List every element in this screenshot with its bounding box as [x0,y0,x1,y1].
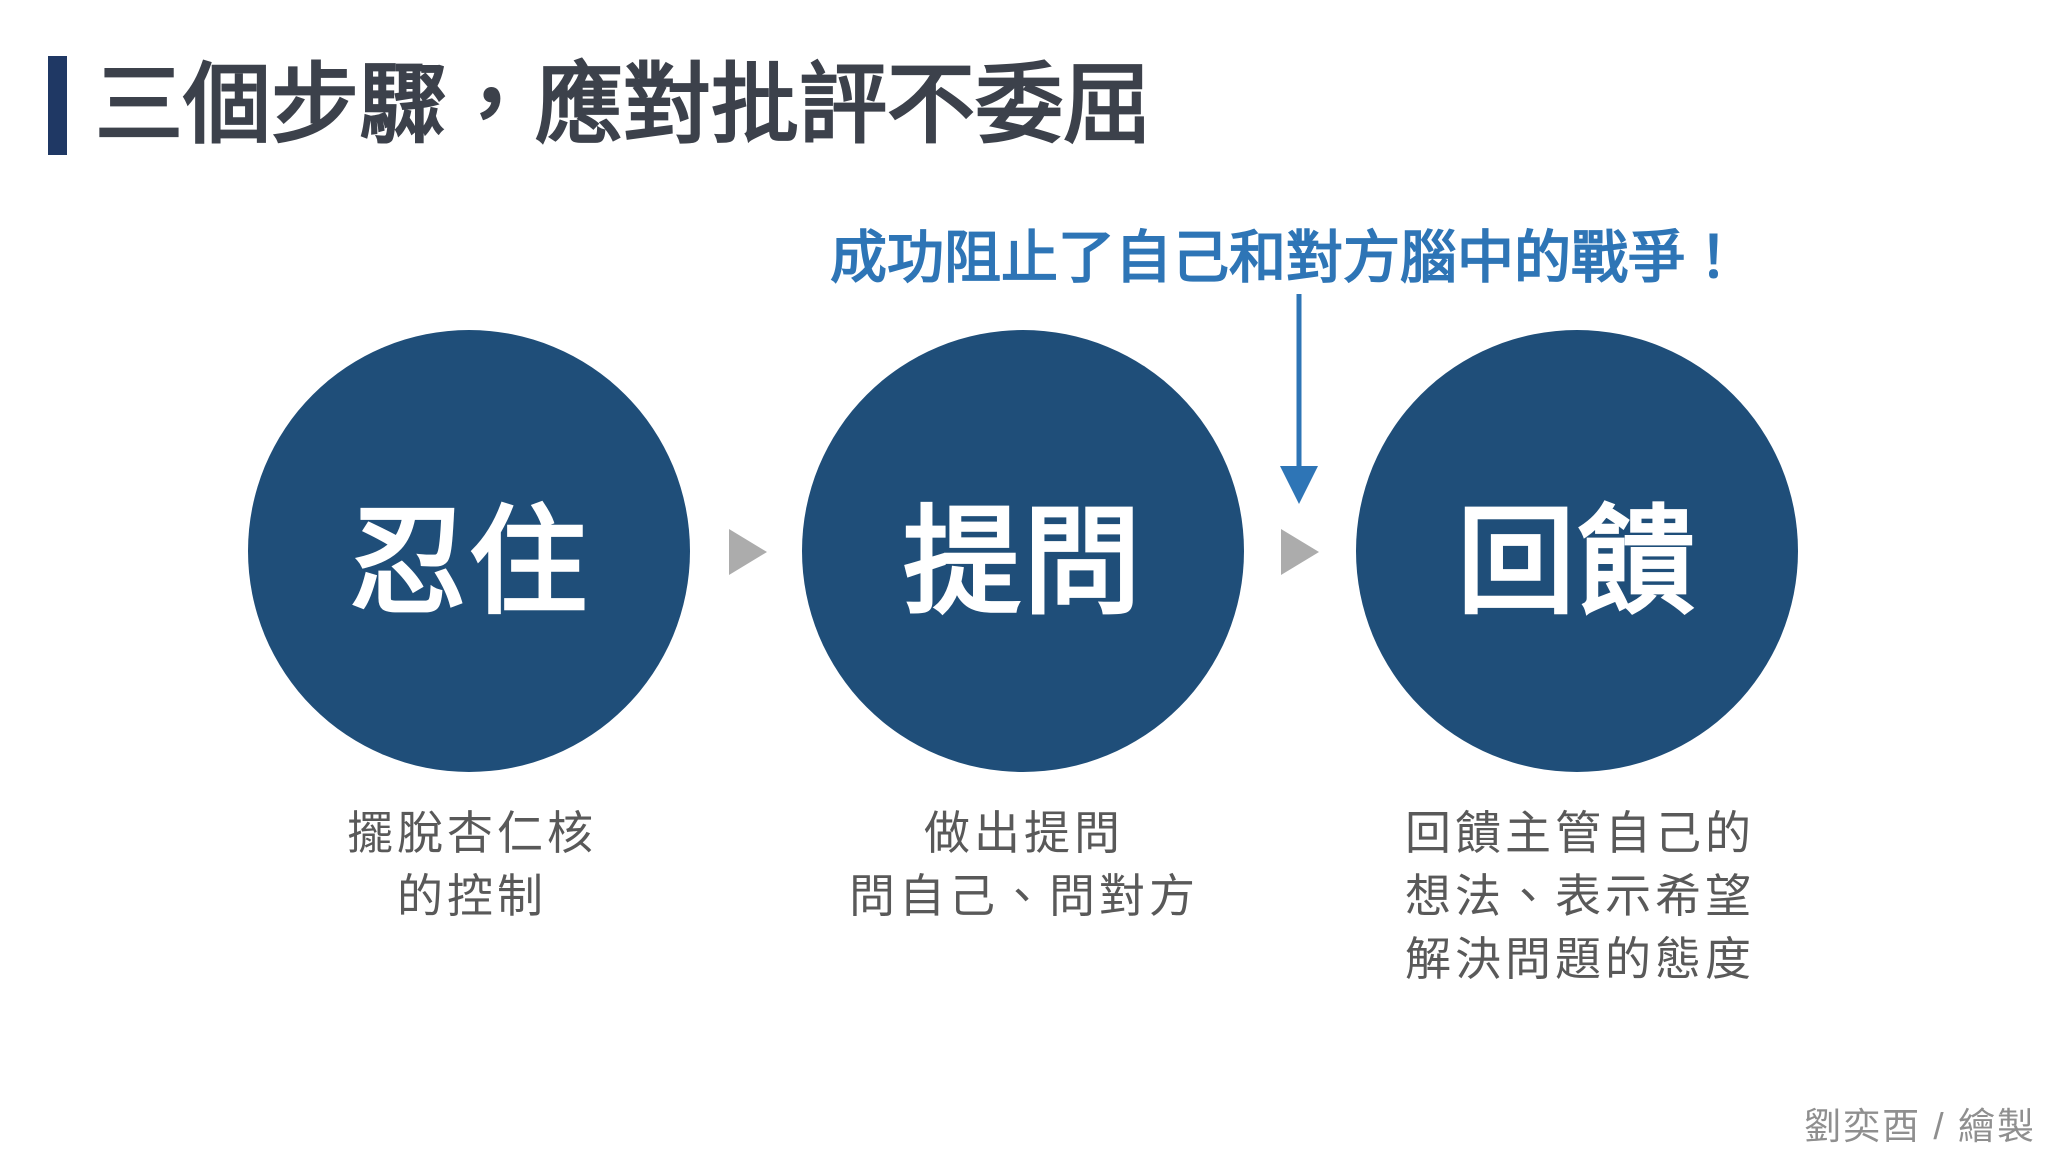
author-credit: 劉奕酉 / 繪製 [1804,1106,2036,1147]
step-label-1: 忍住 [348,496,589,629]
title-accent-bar [48,56,67,155]
triangle-right-icon [729,529,767,575]
caption-line: 問自己、問對方 [849,870,1199,922]
triangle-right-icon [1281,529,1319,575]
step-circle-3: 回饋 [1356,330,1798,772]
caption-line: 的控制 [397,870,547,922]
title-block: 三個步驟，應對批評不委屈 [48,56,1151,155]
caption-line: 擺脫杏仁核 [347,807,597,859]
caption-line: 解決問題的態度 [1405,933,1755,985]
caption-line: 回饋主管自己的 [1405,807,1755,859]
step-label-3: 回饋 [1456,496,1697,629]
caption-line: 想法、表示希望 [1405,870,1755,922]
step-circle-1: 忍住 [248,330,690,772]
caption-line: 做出提問 [924,807,1124,859]
step-circle-2: 提問 [802,330,1244,772]
step-caption-1: 擺脫杏仁核 的控制 [347,802,597,928]
step-label-2: 提問 [902,496,1143,629]
page-title: 三個步驟，應對批評不委屈 [95,55,1152,155]
callout-text: 成功阻止了自己和對方腦中的戰爭！ [830,226,1742,290]
step-caption-2: 做出提問 問自己、問對方 [849,802,1199,928]
arrow-down-icon [1280,294,1318,504]
step-caption-3: 回饋主管自己的 想法、表示希望 解決問題的態度 [1405,802,1755,991]
